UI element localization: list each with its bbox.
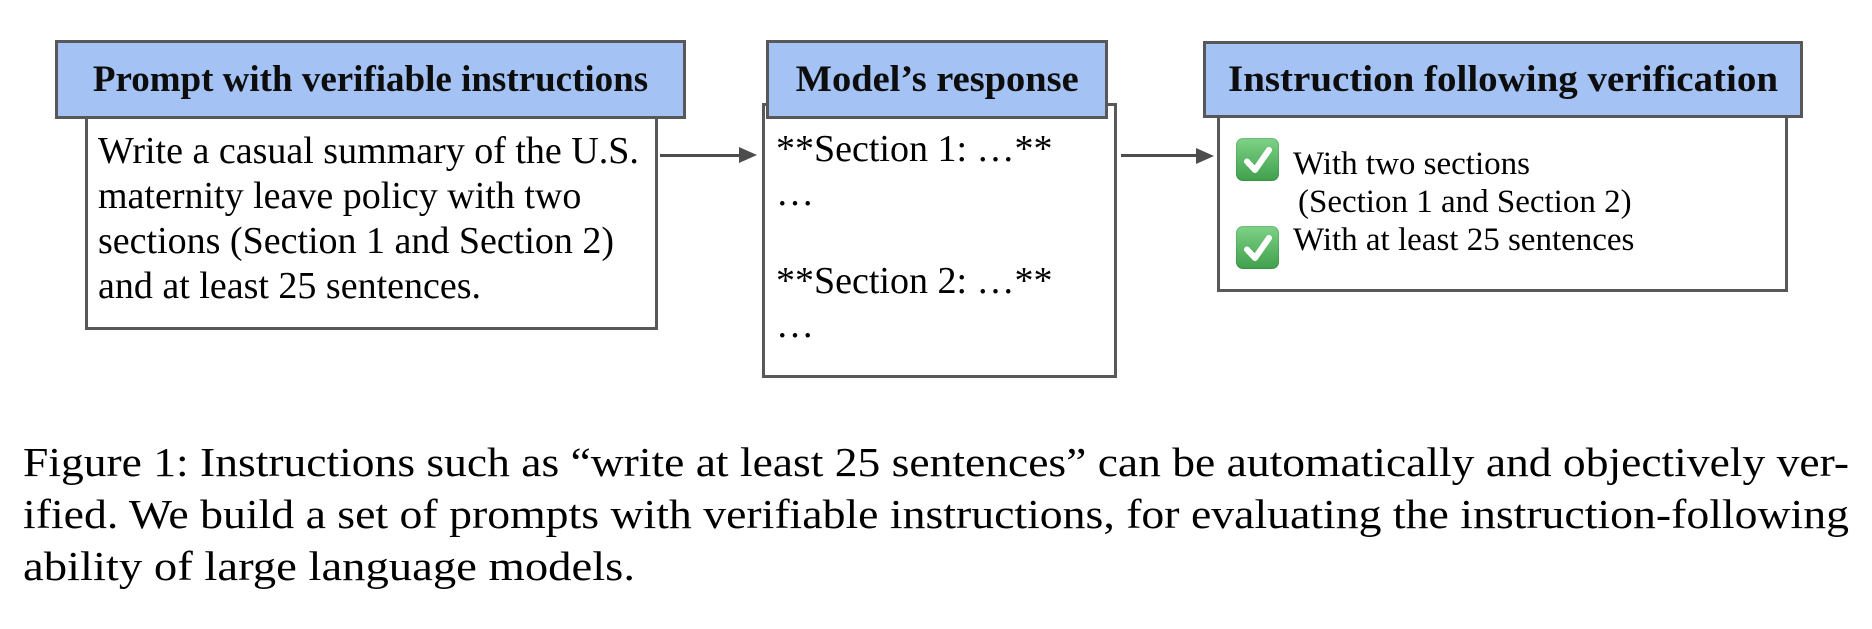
response-box-body: **Section 1: …** … **Section 2: …** … <box>762 103 1117 378</box>
verification-box-title: Instruction following verification <box>1228 59 1778 100</box>
arrow-head-icon <box>1196 148 1214 164</box>
caption-line: Figure 1: Instructions such as “write at… <box>23 439 1849 485</box>
check-mark-button-icon <box>1236 226 1279 269</box>
verification-item-text: (Section 1 and Section 2) <box>1298 184 1632 220</box>
check-mark-button-icon <box>1236 138 1279 181</box>
verification-item-text: With at least 25 sentences <box>1293 222 1635 258</box>
caption-line: ified. We build a set of prompts with ve… <box>23 491 1849 537</box>
caption-line: ability of large language models. <box>23 543 635 589</box>
prompt-box-title: Prompt with verifiable instructions <box>92 59 649 100</box>
arrow-head-icon <box>739 147 757 163</box>
prompt-text-line: Write a casual summary of the U.S. <box>98 130 639 172</box>
prompt-text-line: sections (Section 1 and Section 2) <box>98 220 615 262</box>
response-text-line <box>776 215 1108 259</box>
prompt-text-line: maternity leave policy with two <box>98 175 582 217</box>
flow-arrow-line <box>660 154 740 157</box>
prompt-text-line: and at least 25 sentences. <box>98 265 482 307</box>
verification-item-text: With two sections <box>1293 146 1530 182</box>
prompt-box-body: Write a casual summary of the U.S. mater… <box>85 104 658 330</box>
prompt-box-header: Prompt with verifiable instructions <box>55 40 686 119</box>
response-text-line: … <box>776 172 814 214</box>
response-box-header: Model’s response <box>766 40 1108 119</box>
response-text-line: **Section 2: …** <box>776 260 1053 302</box>
verification-box-header: Instruction following verification <box>1203 41 1803 118</box>
flow-arrow-line <box>1121 154 1197 157</box>
verification-box-body: With two sections (Section 1 and Section… <box>1217 104 1788 292</box>
response-box-title: Model’s response <box>795 59 1079 100</box>
response-text-line: **Section 1: …** <box>776 128 1053 170</box>
response-text-line: … <box>776 304 814 346</box>
